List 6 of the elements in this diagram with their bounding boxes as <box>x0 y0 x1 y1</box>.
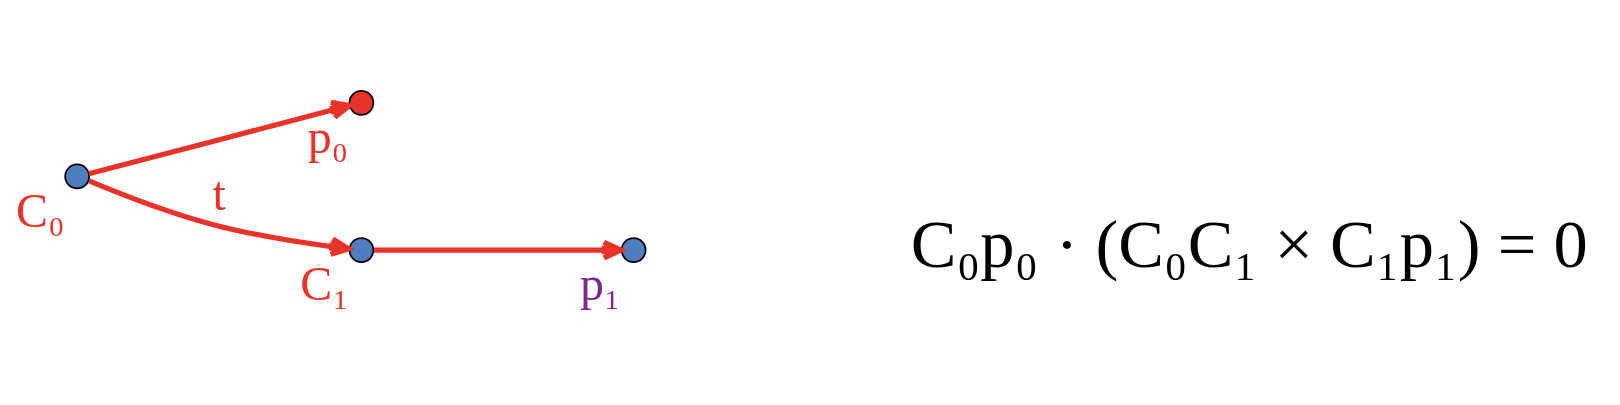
label: C₀p₀ · (C₀C₁ × C₁p₁) = 0 <box>910 205 1588 282</box>
node-label: p₁ <box>579 256 621 310</box>
node-label: p₀ <box>307 109 349 163</box>
node-label: C₁ <box>300 256 349 310</box>
node-label: C₀ <box>16 183 65 237</box>
edge-label: t <box>212 166 226 220</box>
